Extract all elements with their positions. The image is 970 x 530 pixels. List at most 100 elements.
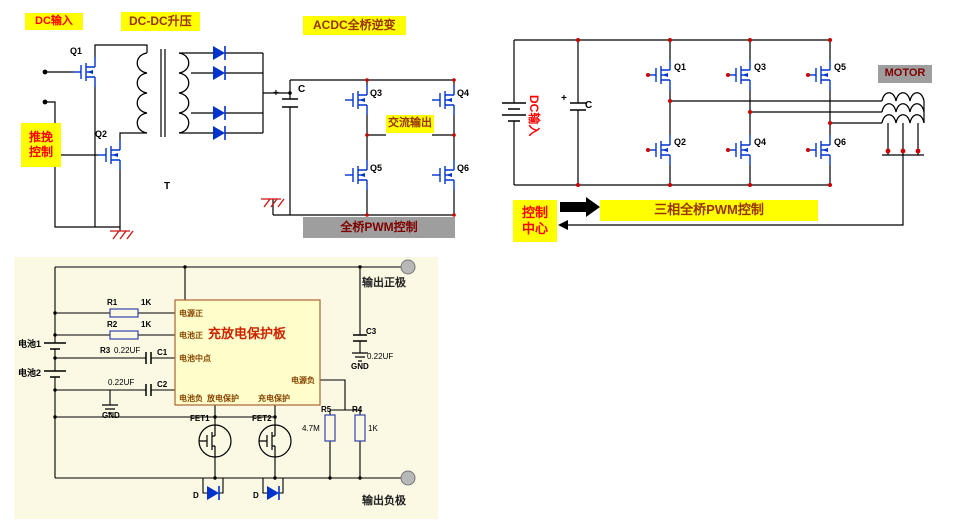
r1-resistor-icon [109, 308, 139, 318]
terminals [400, 259, 416, 486]
callout-fullbridge-pwm: 全桥PWM控制 [303, 217, 455, 238]
feedback-arrow-icon [558, 220, 568, 230]
q5-label: Q5 [370, 163, 382, 173]
pin-vss: 电源负 [291, 375, 315, 385]
r4-label: R4 [352, 405, 363, 414]
cap-label: C [298, 84, 305, 95]
transformer-coils [136, 52, 190, 134]
control-center-line1: 控制 [521, 204, 548, 220]
control-to-pwm-arrow-icon [560, 197, 600, 217]
fet2-label: FET2 [252, 414, 272, 423]
protection-board-schematic: R1 1K R2 1K R3 0.22UF C1 0.22UF C2 GND C… [14, 257, 438, 519]
wires [45, 44, 455, 231]
battery1-label: 电池1 [18, 338, 41, 349]
fets [198, 424, 292, 458]
panel-motor-drive: DC输入 + C Q1 Q2 Q3 Q4 Q5 Q6 MOTOR 控制 中心 三… [490, 15, 965, 250]
r3-label: R3 [100, 346, 111, 355]
board-title: 充放电保护板 [208, 326, 287, 341]
pin-bat-mid: 电池中点 [179, 353, 211, 363]
cap-plus-sign: + [561, 93, 567, 104]
component-labels: Q1 Q2 T + C Q3 Q4 Q5 Q6 [70, 46, 469, 192]
q5-mosfet-icon [807, 59, 831, 91]
callout-control-center: 控制 中心 [513, 200, 557, 242]
c3-value: 0.22UF [367, 352, 393, 361]
q6-label: Q6 [457, 163, 469, 173]
r3-value: 0.22UF [114, 346, 140, 355]
c1-label: C1 [157, 348, 168, 357]
q3-label: Q3 [754, 62, 766, 72]
callout-motor: MOTOR [878, 65, 932, 83]
q1-label: Q1 [674, 62, 686, 72]
protection-board-box [174, 299, 321, 406]
diode-icon [212, 125, 226, 141]
transformer-label: T [164, 181, 170, 192]
arrows [558, 197, 600, 230]
c3-label: C3 [366, 327, 377, 336]
q2-label: Q2 [95, 129, 107, 139]
pin-bat-pos: 电池正 [179, 330, 203, 340]
diode-icon [212, 105, 226, 121]
ground-icon [109, 230, 134, 240]
cap-label: C [585, 100, 592, 111]
output-positive-label: 输出正极 [362, 275, 407, 289]
callout-dcdc-boost: DC-DC升压 [121, 12, 200, 31]
callout-ac-output: 交流输出 [386, 115, 434, 133]
panel-protection-board: R1 1K R2 1K R3 0.22UF C1 0.22UF C2 GND C… [10, 255, 460, 525]
wires [502, 39, 925, 226]
dc-input-label: DC输入 [527, 95, 542, 136]
control-center-line2: 中心 [521, 221, 548, 236]
q3-mosfet-icon [727, 59, 751, 91]
q6-mosfet-icon [431, 159, 455, 191]
panel-boost-inverter: Q1 Q2 T + C Q3 Q4 Q5 Q6 DC输入 DC-DC升压 ACD… [15, 5, 475, 255]
r2-value: 1K [141, 320, 151, 329]
q1-label: Q1 [70, 46, 82, 56]
callout-dc-input: DC输入 [25, 13, 83, 30]
q5-label: Q5 [834, 62, 846, 72]
junction-dots [53, 265, 362, 480]
battery2-label: 电池2 [18, 367, 41, 378]
q4-mosfet-icon [431, 84, 455, 116]
board-labels: 充放电保护板 电源正 电池正 电池中点 电池负 放电保护 充电保护 电源负 [179, 308, 315, 403]
pin-bat-neg: 电池负 [179, 393, 203, 403]
r5-value: 4.7M [302, 424, 320, 433]
q2-mosfet-icon [97, 139, 121, 171]
output-positive-terminal [400, 259, 416, 275]
r1-label: R1 [107, 298, 118, 307]
c2-value: 0.22UF [108, 378, 134, 387]
q2-mosfet-icon [647, 134, 671, 166]
output-negative-label: 输出负极 [362, 493, 407, 507]
gnd-label: GND [102, 411, 120, 420]
q6-mosfet-icon [807, 134, 831, 166]
pin-charge-protect: 充电保护 [258, 393, 290, 403]
r5-label: R5 [321, 405, 332, 414]
pin-discharge-protect: 放电保护 [206, 393, 239, 403]
callout-push-pull-control: 推挽 控制 [21, 123, 61, 167]
r4-value: 1K [368, 424, 378, 433]
r2-label: R2 [107, 320, 118, 329]
diode1-label: D [193, 491, 199, 500]
q2-label: Q2 [674, 137, 686, 147]
junction-dots [576, 38, 921, 187]
fet1-label: FET1 [190, 414, 210, 423]
output-negative-terminal [400, 470, 416, 486]
r5-resistor-icon [324, 414, 336, 442]
q3-mosfet-icon [344, 84, 368, 116]
q4-label: Q4 [457, 88, 469, 98]
push-pull-line1: 推挽 [28, 130, 53, 144]
cap-plus-sign: + [273, 88, 279, 99]
wires [44, 266, 408, 494]
q4-label: Q4 [754, 137, 766, 147]
q1-mosfet-icon [647, 59, 671, 91]
motor-drive-schematic: DC输入 + C Q1 Q2 Q3 Q4 Q5 Q6 [502, 38, 925, 230]
boost-inverter-schematic: Q1 Q2 T + C Q3 Q4 Q5 Q6 [42, 44, 469, 240]
rectifier-diodes [212, 45, 226, 141]
push-pull-line2: 控制 [28, 145, 53, 159]
component-labels: R1 1K R2 1K R3 0.22UF C1 0.22UF C2 GND C… [18, 275, 407, 507]
gnd-label: GND [351, 362, 369, 371]
callout-threephase-pwm: 三相全桥PWM控制 [600, 200, 818, 221]
c2-label: C2 [157, 380, 168, 389]
q1-mosfet-icon [72, 56, 96, 88]
r4-resistor-icon [354, 414, 366, 442]
r2-resistor-icon [109, 330, 139, 340]
